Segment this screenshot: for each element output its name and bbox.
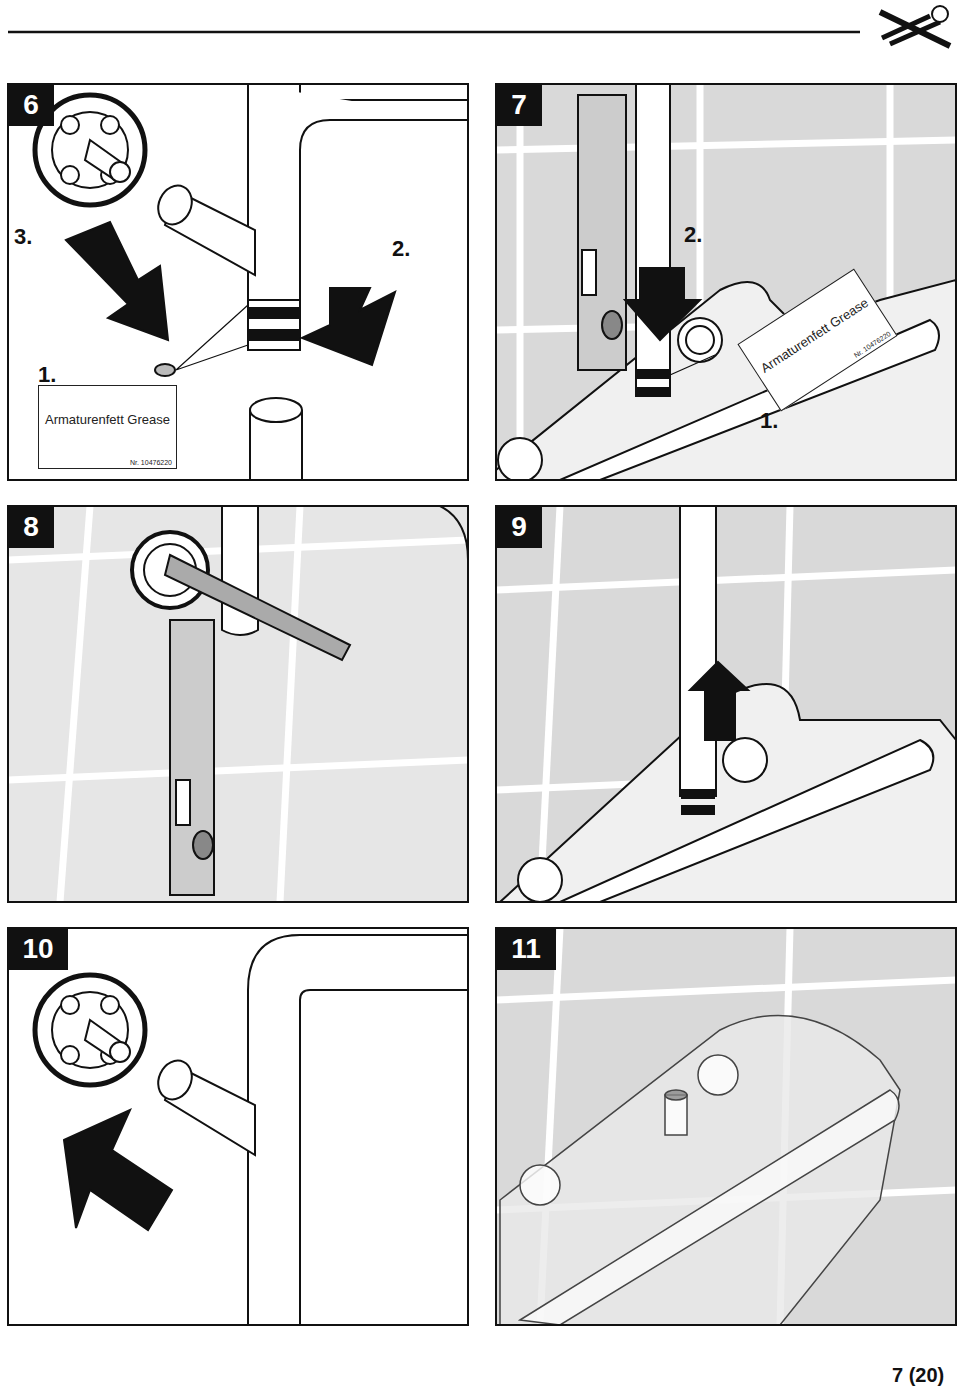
step-number-badge: 7	[496, 84, 542, 126]
step-order-number: 3.	[14, 224, 32, 250]
step-number-badge: 8	[8, 506, 54, 548]
step-number: 11	[511, 933, 541, 965]
step-number: 6	[23, 89, 39, 121]
step-number-badge: 6	[8, 84, 54, 126]
step-number: 8	[23, 511, 39, 543]
page-number: 7 (20)	[892, 1364, 944, 1387]
step-number-badge: 11	[496, 928, 556, 970]
article-number: Nr. 10476220	[130, 459, 172, 466]
step-number: 7	[511, 89, 527, 121]
step-number: 10	[22, 933, 53, 965]
step-order-number: 1.	[760, 408, 778, 434]
product-name: Armaturenfett Grease	[39, 412, 176, 428]
step-order-number: 1.	[38, 362, 56, 388]
step-order-number: 2.	[684, 222, 702, 248]
step-number-badge: 9	[496, 506, 542, 548]
step-number-badge: 10	[8, 928, 68, 970]
step-number: 9	[511, 511, 527, 543]
grease-packet: Armaturenfett GreaseNr. 10476220	[38, 385, 177, 469]
step-order-number: 2.	[392, 236, 410, 262]
